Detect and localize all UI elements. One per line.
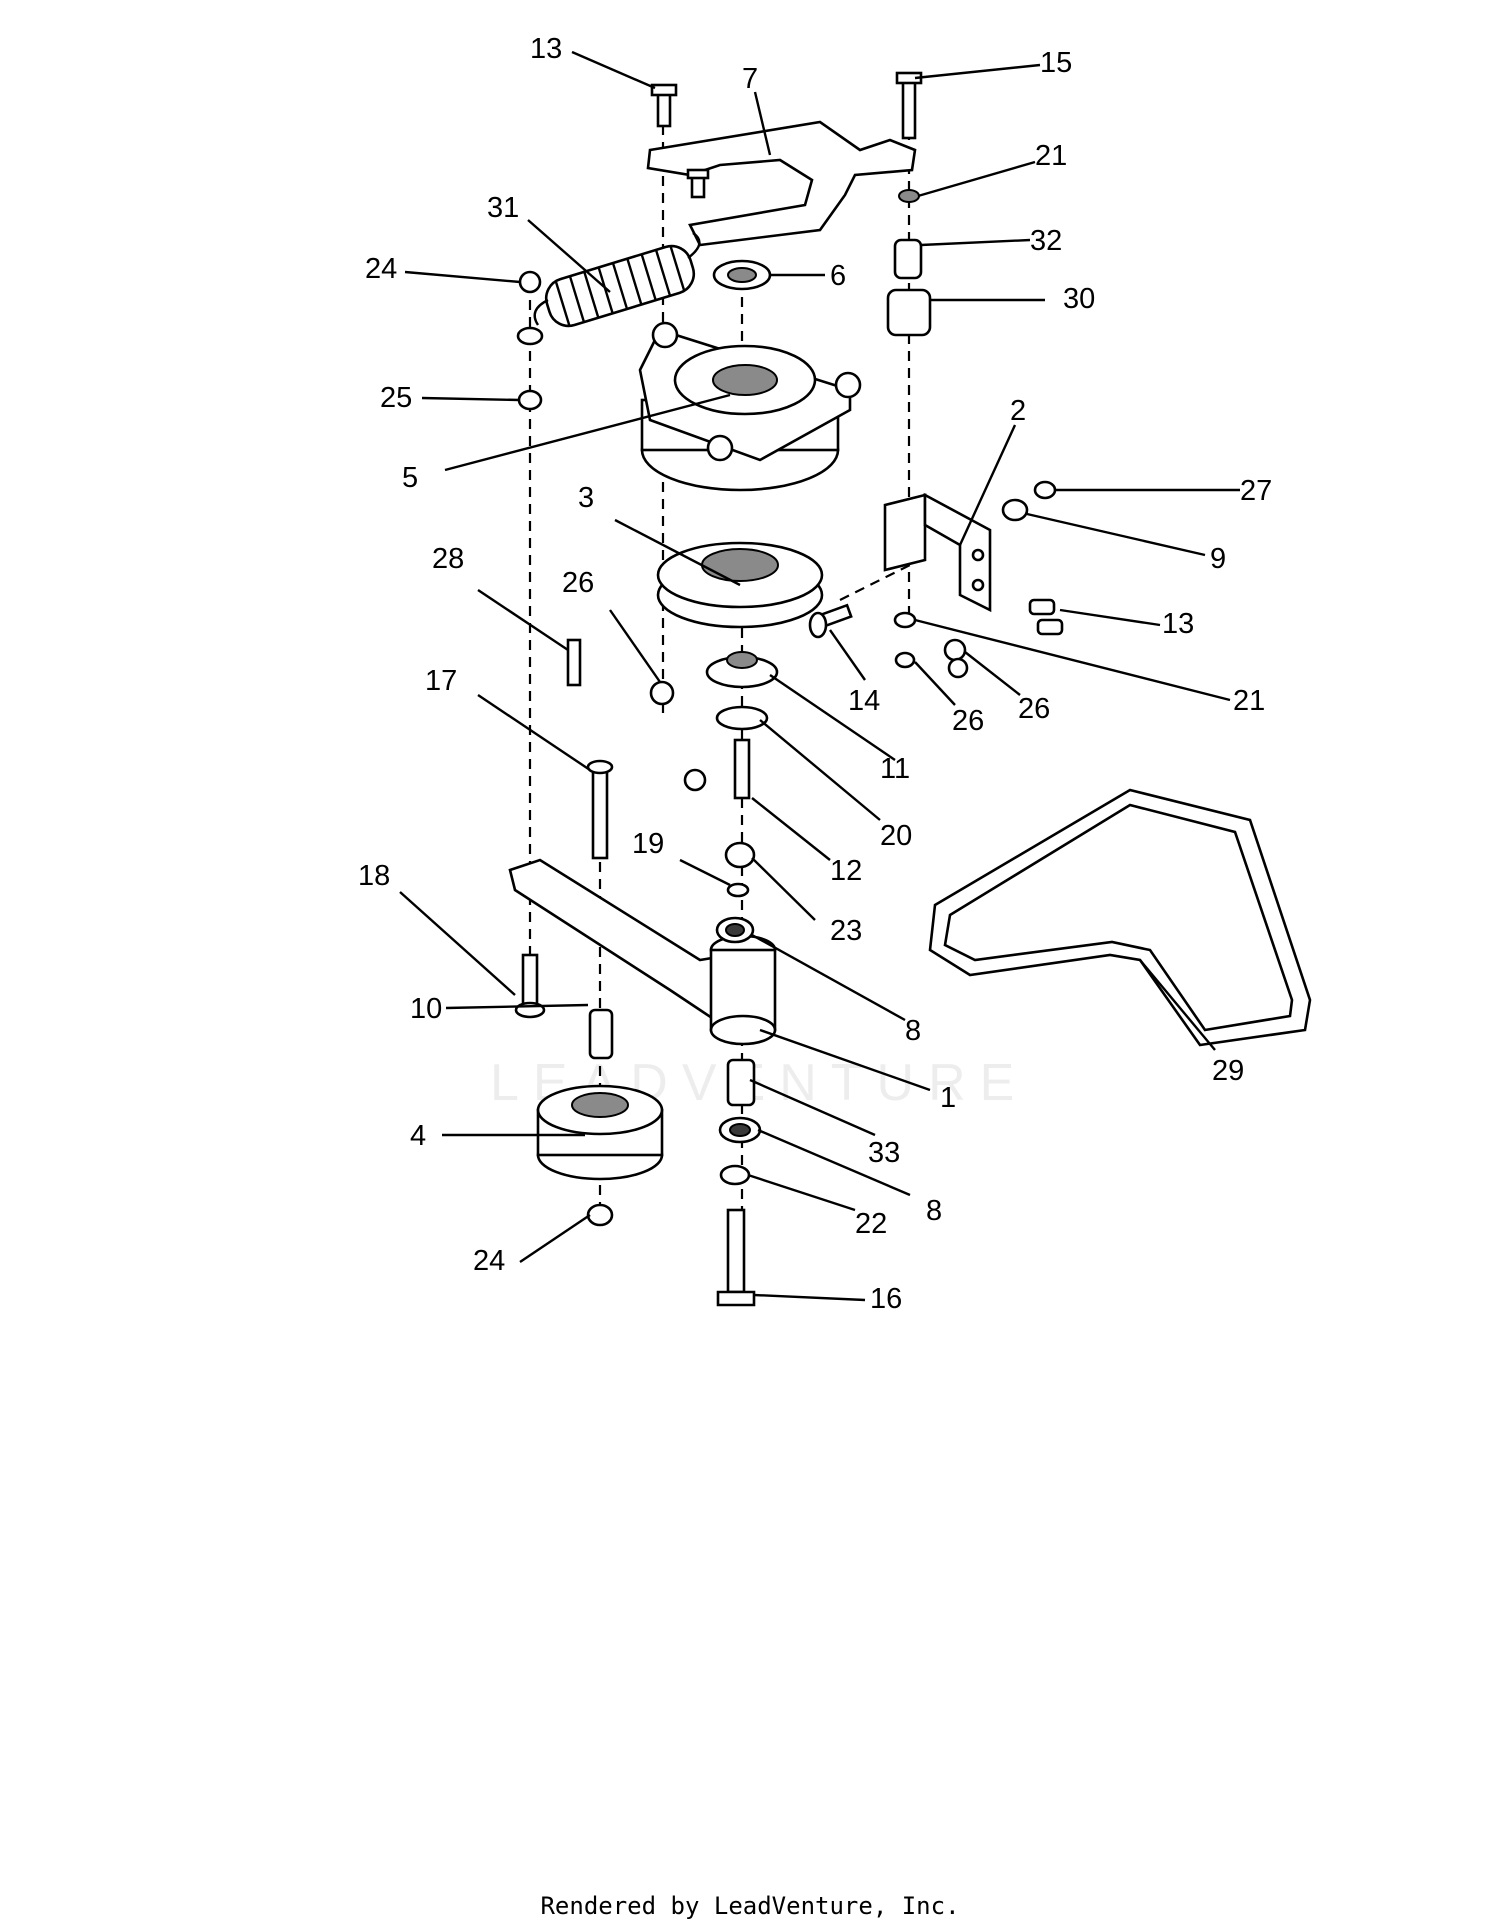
callouts: 13 7 15 21 31 6 32 24 30 25 2 5 27 3 9 2…: [358, 33, 1272, 1315]
callout-25: 25: [380, 382, 412, 414]
belt-29: [928, 788, 1312, 1047]
callout-14: 14: [848, 685, 880, 717]
callout-22: 22: [855, 1208, 887, 1240]
spring: [533, 232, 701, 328]
callout-33: 33: [868, 1137, 900, 1169]
bearing-8-upper: [715, 916, 755, 944]
callout-23: 23: [830, 915, 862, 947]
callout-8: 8: [905, 1015, 921, 1047]
callout-16: 16: [870, 1283, 902, 1315]
washer: [516, 326, 544, 346]
callout-5: 5: [402, 462, 418, 494]
bolt-head: [686, 168, 710, 180]
callout-3: 3: [578, 482, 594, 514]
callout-6: 6: [830, 260, 846, 292]
pin-10: [588, 1008, 614, 1060]
callout-9: 9: [1210, 543, 1226, 575]
washer-9: [1001, 498, 1029, 522]
bearing-6-inner: [727, 267, 757, 283]
pin-18: [514, 953, 546, 1019]
callout-1: 1: [940, 1082, 956, 1114]
nut-24-top: [518, 270, 542, 294]
clip-26: [894, 651, 916, 669]
nuts-26: [943, 638, 969, 679]
callout-7: 7: [742, 63, 758, 95]
hub-11: [705, 651, 779, 689]
callout-11: 11: [880, 753, 910, 785]
callout-26: 26: [1018, 693, 1050, 725]
bracket-2: [883, 492, 992, 613]
idler-arm: [508, 858, 777, 1046]
callout-21: 21: [1035, 140, 1067, 172]
callout-13: 13: [1162, 608, 1194, 640]
bolt-14: [808, 603, 853, 639]
pin-12: [733, 738, 751, 800]
callout-28: 28: [432, 543, 464, 575]
callout-12: 12: [830, 855, 862, 887]
electric-clutch: [638, 321, 862, 492]
bolt-16: [716, 1208, 756, 1307]
nut-24-bottom: [586, 1203, 614, 1227]
mounting-plate: [646, 120, 917, 247]
nut-23: [724, 841, 756, 869]
callout-27: 27: [1240, 475, 1272, 507]
bolts-13-right: [1028, 598, 1064, 636]
callout-29: 29: [1212, 1055, 1244, 1087]
callout-18: 18: [358, 860, 390, 892]
callout-32: 32: [1030, 225, 1062, 257]
nut: [683, 768, 707, 792]
callout-30: 30: [1063, 283, 1095, 315]
nut-26-left: [649, 680, 675, 706]
pin-17: [586, 759, 614, 860]
callout-26: 26: [562, 567, 594, 599]
callout-19: 19: [632, 828, 664, 860]
callout-26: 26: [952, 705, 984, 737]
washer-20: [715, 705, 769, 731]
callout-24: 24: [365, 253, 397, 285]
washer-21-bottom: [893, 611, 917, 629]
callout-31: 31: [487, 192, 519, 224]
callout-8: 8: [926, 1195, 942, 1227]
callout-13: 13: [530, 33, 562, 65]
pulley-3: [656, 541, 824, 629]
bolt-15: [895, 71, 923, 140]
footer-credit: Rendered by LeadVenture, Inc.: [540, 1892, 960, 1920]
callout-15: 15: [1040, 47, 1072, 79]
callout-17: 17: [425, 665, 457, 697]
nut-25: [517, 389, 543, 411]
bushing-32: [893, 238, 923, 280]
bearing-8-lower: [718, 1116, 762, 1144]
spacer-33: [726, 1058, 756, 1107]
washer-19: [726, 882, 750, 898]
callout-20: 20: [880, 820, 912, 852]
callout-2: 2: [1010, 395, 1026, 427]
key-28: [566, 638, 582, 687]
callout-10: 10: [410, 993, 442, 1025]
callout-21: 21: [1233, 685, 1265, 717]
leader-lines: [399, 50, 1240, 1302]
idler-pulley-4: [536, 1084, 664, 1181]
washer-21-top: [898, 189, 920, 203]
spacer-30: [886, 288, 932, 337]
clip-27: [1033, 480, 1057, 500]
callout-4: 4: [410, 1120, 426, 1152]
bolt-13-top: [650, 83, 678, 128]
washer-22: [719, 1164, 751, 1186]
callout-24: 24: [473, 1245, 505, 1277]
